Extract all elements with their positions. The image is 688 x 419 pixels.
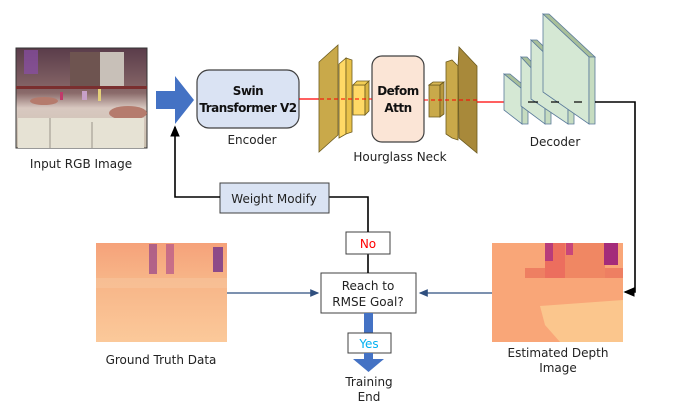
encoder-line2: Transformer V2: [199, 101, 296, 115]
deform-attn-block: [371, 55, 425, 143]
encoder-caption: Encoder: [227, 133, 276, 147]
decision-line2: RMSE Goal?: [332, 295, 403, 309]
neck-line1: Defom: [377, 84, 419, 98]
input-arrow-icon: [156, 76, 194, 124]
no-label: No: [360, 237, 376, 251]
estimated-depth-image: [492, 243, 623, 342]
yes-arrow-shaft: [364, 313, 373, 333]
estimated-depth-line2: Image: [539, 361, 577, 375]
decision-line1: Reach to: [342, 279, 395, 293]
weight-modify-box: [219, 182, 330, 214]
neck-line2: Attn: [384, 101, 411, 115]
decoder-to-depth-connector: [595, 101, 636, 297]
yes-arrow-head-icon: [353, 359, 384, 372]
decoder-caption: Decoder: [530, 135, 581, 149]
decoder: [502, 13, 597, 125]
rmse-decision-box: [320, 272, 417, 314]
ground-truth-image: [96, 243, 227, 342]
encoder-line1: Swin: [233, 84, 263, 98]
training-end-line1: Training: [344, 375, 392, 389]
training-end-line2: End: [358, 390, 381, 404]
estimated-depth-line1: Estimated Depth: [508, 346, 609, 360]
yes-label: Yes: [358, 337, 378, 351]
yes-arrow-shaft-lower: [364, 353, 373, 359]
weight-modify-label: Weight Modify: [231, 192, 316, 206]
ground-truth-label: Ground Truth Data: [106, 353, 217, 367]
hourglass-neck: [318, 44, 478, 154]
input-image-label: Input RGB Image: [30, 157, 132, 171]
neck-caption: Hourglass Neck: [353, 150, 446, 164]
no-to-weight-connector: [329, 196, 369, 232]
encoder-block: [196, 69, 300, 129]
weight-to-input-connector: [170, 125, 220, 198]
input-rgb-image: [15, 47, 148, 149]
